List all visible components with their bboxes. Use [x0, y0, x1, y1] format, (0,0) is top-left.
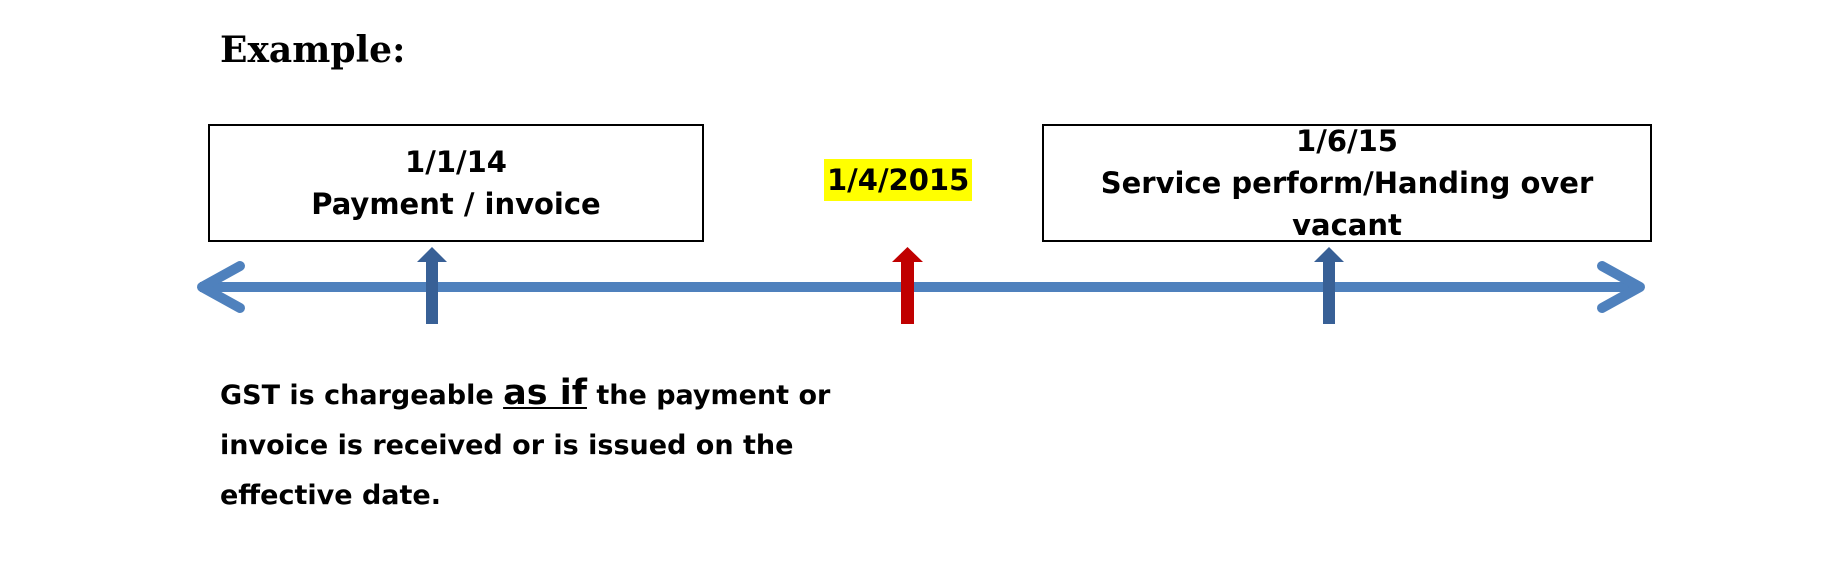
service-label: Service perform/Handing over vacant [1100, 166, 1594, 242]
service-marker-arrow [1314, 247, 1344, 324]
note-text-start: GST is chargeable [220, 380, 504, 411]
gst-note: GST is chargeable as if the payment or i… [220, 368, 860, 521]
timeline-left-arrowhead [197, 261, 245, 313]
payment-invoice-box: 1/1/14 Payment / invoice [208, 124, 704, 242]
payment-marker-arrow [417, 247, 447, 324]
effective-date-marker-arrow [892, 247, 923, 324]
effective-date-label: 1/4/2015 [824, 159, 973, 201]
example-heading: Example: [220, 29, 406, 71]
payment-label: Payment / invoice [311, 187, 601, 221]
service-date: 1/6/15 [1296, 124, 1398, 158]
service-perform-box: 1/6/15 Service perform/Handing over vaca… [1042, 124, 1652, 242]
note-text-end: the payment or invoice is received or is… [220, 380, 831, 511]
payment-date: 1/1/14 [405, 145, 507, 179]
timeline-right-arrowhead [1597, 261, 1645, 313]
note-emphasis: as if [503, 373, 587, 413]
